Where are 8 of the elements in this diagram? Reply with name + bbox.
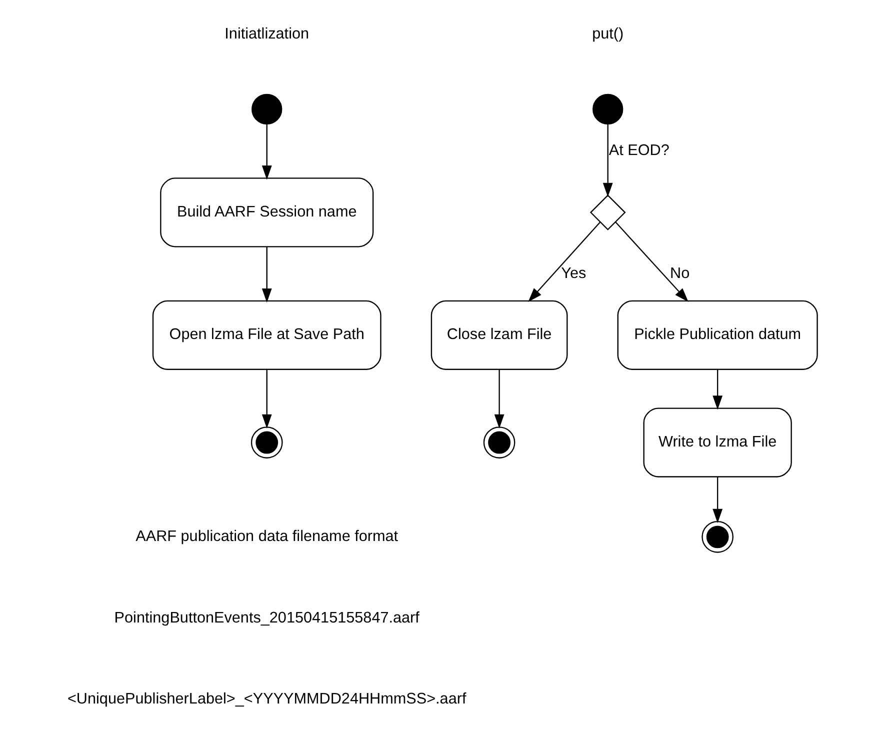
label: Initiatlization — [224, 25, 309, 42]
label: PointingButtonEvents_20150415155847.aarf — [114, 609, 419, 626]
label: put() — [592, 25, 624, 42]
label: <UniquePublisherLabel>_<YYYYMMDD24HHmmSS>.aarf — [67, 690, 466, 708]
edge-label: No — [670, 264, 690, 282]
label: AARF publication data filename format — [135, 528, 398, 545]
edge-label: At EOD? — [608, 142, 669, 160]
edge-label: Yes — [560, 264, 586, 282]
